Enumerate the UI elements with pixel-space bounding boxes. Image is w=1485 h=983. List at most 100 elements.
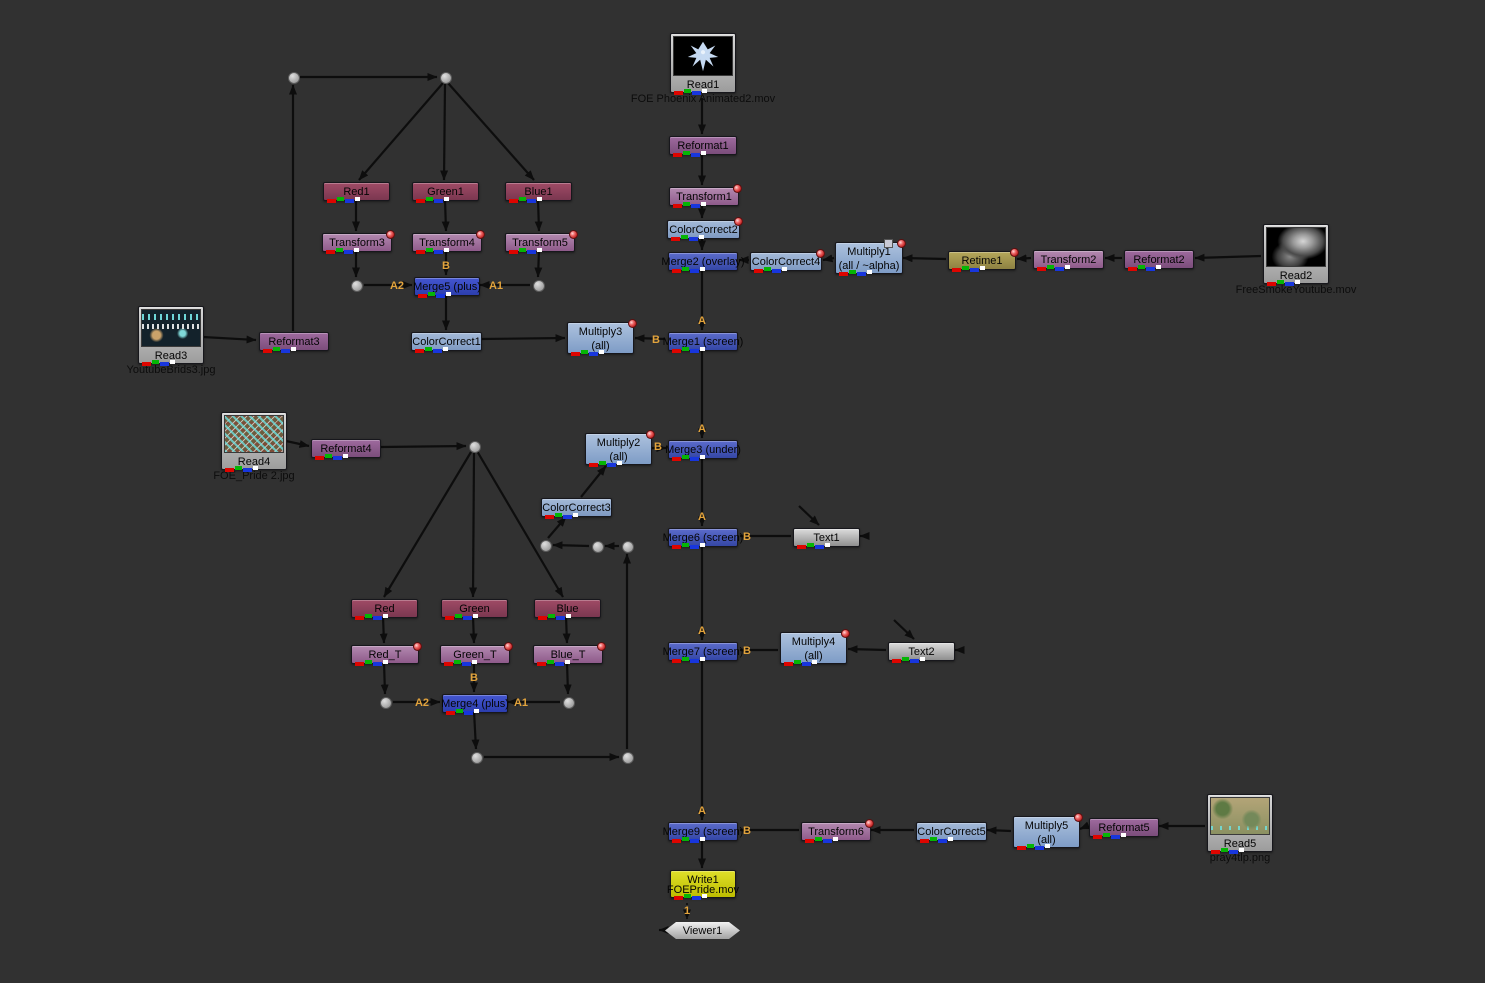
edge-17[interactable]	[1194, 253, 1262, 262]
node-transform4[interactable]: Transform4	[412, 230, 485, 254]
dot-node-3[interactable]	[533, 280, 545, 292]
edge-18[interactable]	[202, 335, 257, 344]
dot-node-6[interactable]	[592, 541, 604, 553]
edge-57[interactable]	[798, 505, 820, 526]
edge-43[interactable]	[380, 661, 389, 695]
node-multiply1[interactable]: Multiply1(all / ~alpha)	[835, 239, 906, 276]
edge-48[interactable]	[471, 710, 480, 750]
edge-13[interactable]	[822, 254, 835, 263]
edge-36[interactable]	[379, 442, 467, 451]
edge-14[interactable]	[902, 254, 947, 263]
dot-node-5[interactable]	[540, 540, 552, 552]
input-label-B-8: B	[743, 645, 751, 657]
node-transform5[interactable]: Transform5	[505, 230, 578, 254]
node-red1[interactable]: Red1	[323, 182, 390, 203]
edge-41[interactable]	[469, 615, 478, 644]
node-reformat3[interactable]: Reformat3	[259, 332, 329, 353]
dot-node-10[interactable]	[471, 752, 483, 764]
node-retime1[interactable]: Retime1	[948, 248, 1019, 272]
edge-25[interactable]	[441, 198, 450, 232]
dot-node-2[interactable]	[351, 280, 363, 292]
node-red_t[interactable]: Red_T	[351, 642, 422, 666]
edge-22[interactable]	[440, 83, 449, 181]
node-green[interactable]: Green	[441, 599, 508, 620]
node-blue1[interactable]: Blue1	[505, 182, 572, 203]
read-filename: FOE Phoenix Animated2.mov	[630, 93, 776, 105]
node-merge7[interactable]: Merge7 (screen)	[663, 642, 743, 663]
dot-node-0[interactable]	[288, 72, 300, 84]
node-transform2[interactable]: Transform2	[1033, 250, 1104, 271]
edge-23[interactable]	[447, 82, 535, 181]
edge-38[interactable]	[469, 452, 478, 598]
edge-60[interactable]	[847, 645, 887, 654]
channel-chip-r	[839, 272, 848, 276]
node-reformat2[interactable]: Reformat2	[1124, 250, 1194, 271]
dot-node-8[interactable]	[380, 697, 392, 709]
node-colorcorrect5[interactable]: ColorCorrect5	[916, 822, 987, 843]
node-merge6[interactable]: Merge6 (screen)	[663, 528, 743, 549]
channel-chip-r	[797, 545, 806, 549]
node-reformat1[interactable]: Reformat1	[669, 136, 737, 157]
edge-26[interactable]	[534, 198, 543, 232]
dot-node-9[interactable]	[563, 697, 575, 709]
edge-54[interactable]	[580, 465, 607, 498]
node-merge4[interactable]: Merge4 (plus)	[441, 694, 509, 715]
channel-chip-r	[1037, 267, 1046, 271]
node-merge5[interactable]: Merge5 (plus)	[413, 277, 481, 298]
node-merge1[interactable]: Merge1 (screen)	[663, 332, 743, 353]
node-green1[interactable]: Green1	[412, 182, 479, 203]
edge-33[interactable]	[480, 334, 566, 343]
node-text2[interactable]: Text2	[888, 642, 955, 663]
node-colorcorrect1[interactable]: ColorCorrect1	[411, 332, 482, 353]
edge-35[interactable]	[285, 439, 310, 448]
edge-39[interactable]	[476, 450, 564, 598]
node-colorcorrect4[interactable]: ColorCorrect4	[750, 249, 825, 273]
edge-42[interactable]	[562, 615, 571, 644]
node-colorcorrect3[interactable]: ColorCorrect3	[541, 498, 612, 519]
dot-node-4[interactable]	[469, 441, 481, 453]
node-text1[interactable]: Text1	[793, 528, 860, 549]
edge-21[interactable]	[358, 82, 444, 181]
node-merge3[interactable]: Merge3 (under)	[665, 440, 741, 461]
node-colorcorrect2[interactable]: ColorCorrect2	[667, 217, 743, 241]
node-transform6[interactable]: Transform6	[801, 819, 874, 843]
node-viewer1[interactable]: Viewer1	[665, 922, 740, 939]
node-merge2[interactable]: Merge2 (overlay)	[661, 252, 745, 273]
edge-52[interactable]	[552, 541, 590, 550]
node-blue_t[interactable]: Blue_T	[533, 642, 606, 666]
edge-53[interactable]	[547, 516, 567, 539]
input-label-A2-14: A2	[414, 697, 430, 709]
node-multiply4[interactable]: Multiply4(all)	[780, 629, 850, 666]
node-reformat4[interactable]: Reformat4	[311, 439, 381, 460]
node-multiply2[interactable]: Multiply2(all)	[585, 430, 655, 467]
node-red[interactable]: Red	[351, 599, 418, 620]
edge-66[interactable]	[1079, 821, 1091, 831]
dot-node-1[interactable]	[440, 72, 452, 84]
edge-46[interactable]	[563, 661, 572, 695]
edge-65[interactable]	[986, 826, 1012, 835]
node-blue[interactable]: Blue	[534, 599, 601, 620]
node-multiply5[interactable]: Multiply5(all)	[1013, 813, 1083, 850]
edge-40[interactable]	[379, 615, 388, 644]
edge-61[interactable]	[893, 619, 915, 640]
node-merge9[interactable]: Merge9 (screen)	[663, 822, 743, 843]
node-multiply3[interactable]: Multiply3(all)	[567, 319, 637, 356]
edge-15[interactable]	[1016, 254, 1032, 263]
edge-37[interactable]	[383, 451, 472, 598]
channel-chip-g	[548, 614, 555, 618]
node-reformat5[interactable]: Reformat5	[1089, 818, 1159, 839]
edge-34[interactable]	[634, 334, 666, 343]
node-transform3[interactable]: Transform3	[322, 230, 395, 254]
dot-node-11[interactable]	[622, 752, 634, 764]
dot-node-7[interactable]	[622, 541, 634, 553]
node-green_t[interactable]: Green_T	[440, 642, 513, 666]
node-transform1[interactable]: Transform1	[669, 184, 742, 208]
edge-30[interactable]	[534, 249, 543, 278]
